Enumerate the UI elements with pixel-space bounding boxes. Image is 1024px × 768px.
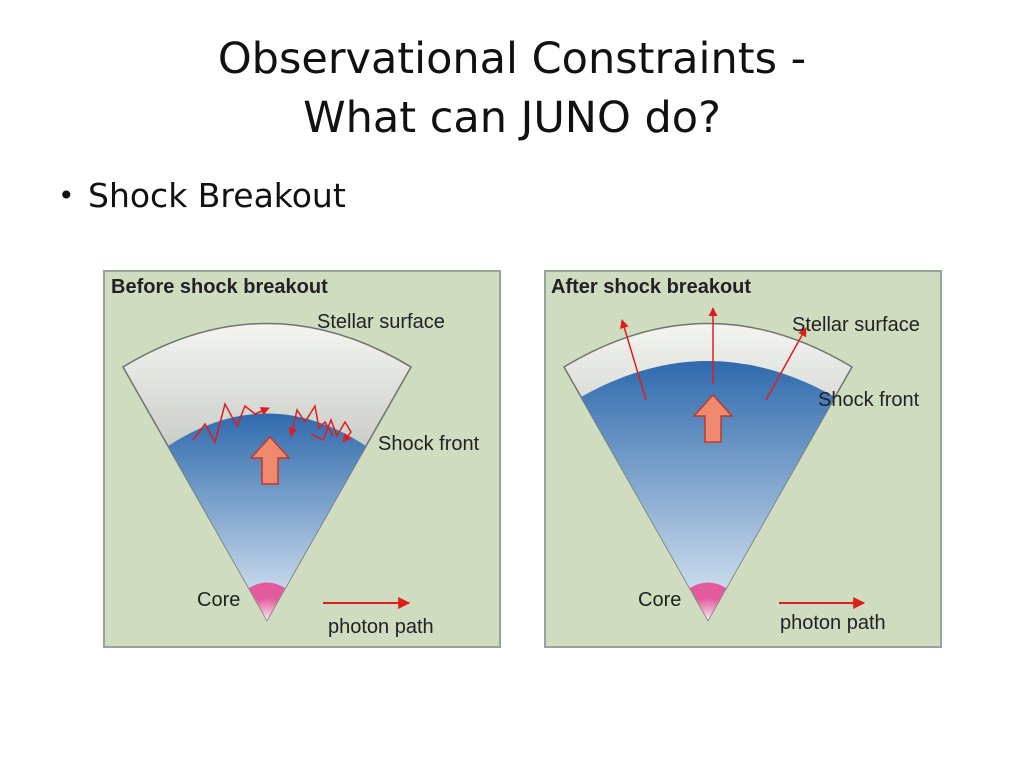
photon-zigzag-2 [288,403,334,437]
stellar-surface-label: Stellar surface [792,314,920,336]
photon-escape-1 [620,319,647,401]
panel-before-breakout: Before shock breakout Stellar surface Sh… [103,270,501,648]
photon-zigzag-1 [192,401,270,444]
photon-path-label: photon path [328,616,434,638]
title-line-2: What can JUNO do? [303,93,721,143]
core-region [249,582,285,620]
panel-after-breakout: After shock breakout Stellar surface Sho… [544,270,942,648]
core-label: Core [197,589,240,611]
photon-escape-3 [765,327,807,401]
stellar-surface-label: Stellar surface [317,311,445,333]
shock-direction-arrow [249,435,291,485]
core-region [690,582,726,620]
shock-direction-arrow [692,393,734,443]
bullet-item: • Shock Breakout [58,176,346,215]
before-diagram: Before shock breakout Stellar surface Sh… [111,276,480,638]
panel-title: After shock breakout [551,276,751,298]
after-diagram: After shock breakout Stellar surface Sho… [551,276,920,634]
stellar-interior [168,413,366,620]
shock-front-label: Shock front [378,433,480,455]
photon-path-label: photon path [780,612,886,634]
bullet-icon: • [58,179,75,212]
shock-front-label: Shock front [818,389,920,411]
slide-title: Observational Constraints - What can JUN… [0,30,1024,148]
photon-zigzag-3 [310,417,352,443]
stellar-interior [581,361,835,620]
panel-title: Before shock breakout [111,276,328,298]
core-label: Core [638,589,681,611]
bullet-text: Shock Breakout [88,176,346,215]
title-line-1: Observational Constraints - [217,34,807,84]
